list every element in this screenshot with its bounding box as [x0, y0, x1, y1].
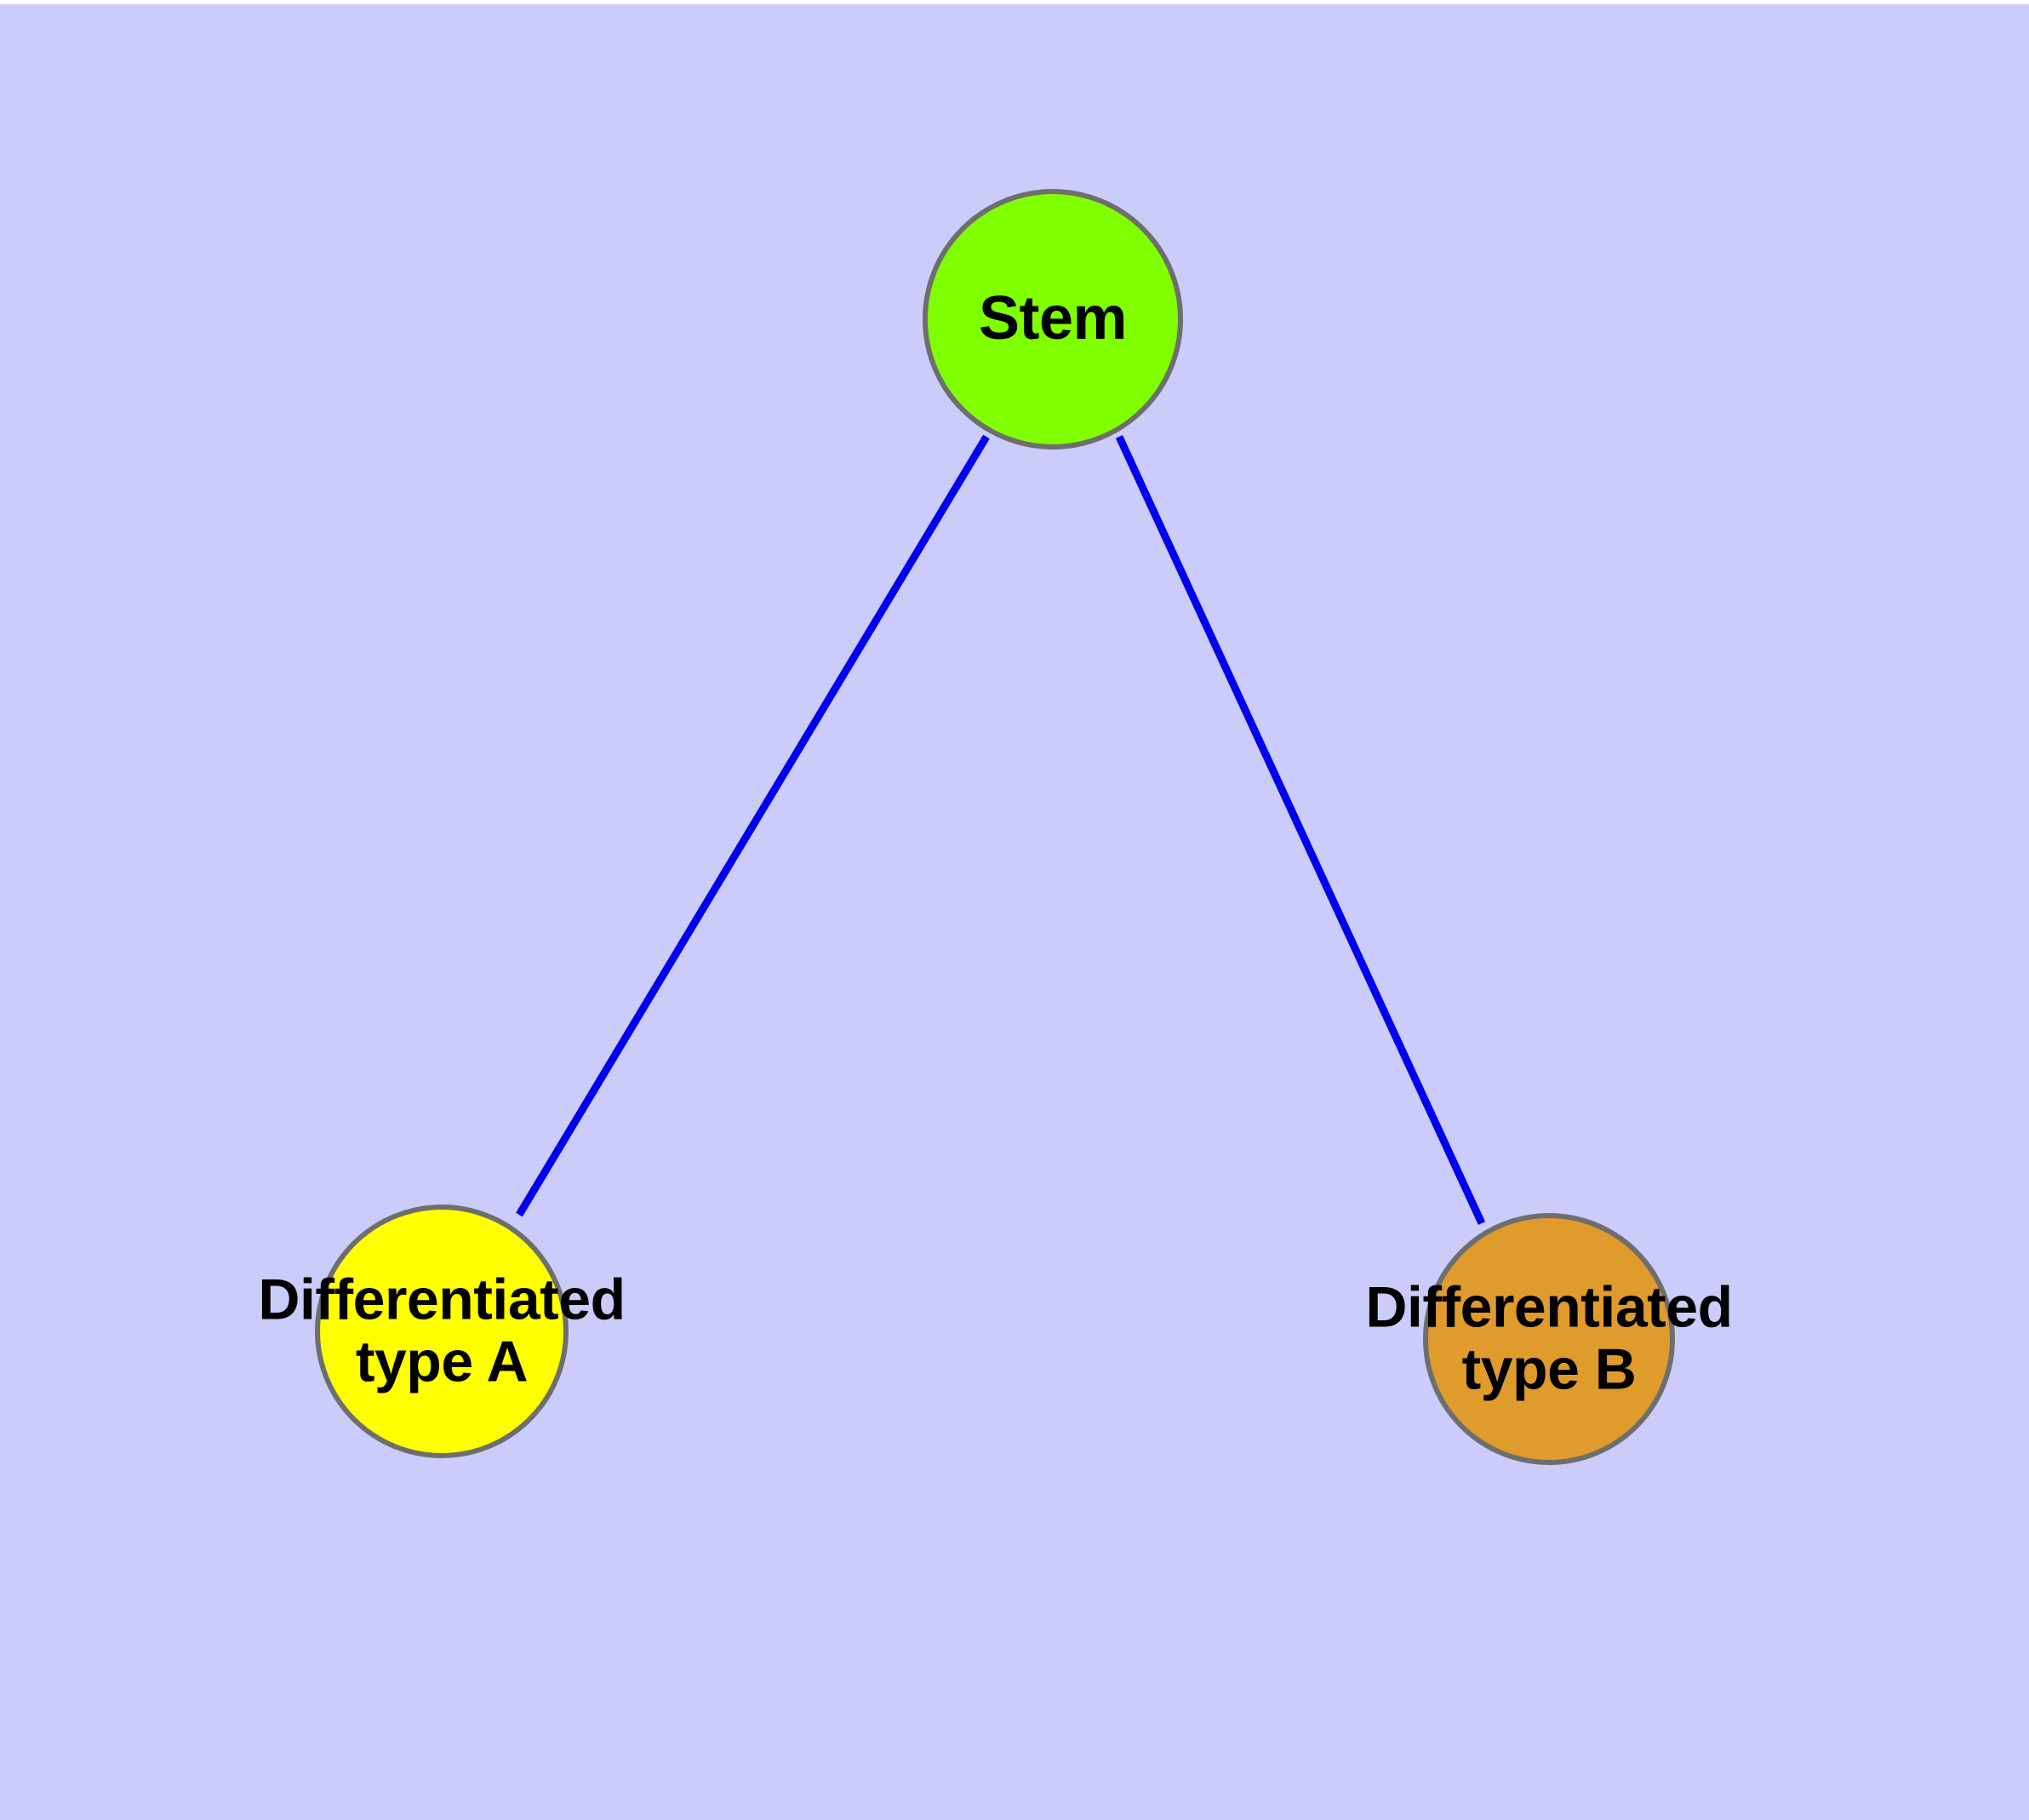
- graph-edge-stem-to-b[interactable]: [1115, 435, 1486, 1225]
- graph-node-diff-a[interactable]: [315, 1205, 569, 1458]
- nodes-layer: [315, 189, 1675, 1465]
- graph-edge-stem-to-a[interactable]: [516, 434, 990, 1217]
- edges-layer: [516, 434, 1486, 1225]
- graph-node-diff-b[interactable]: [1423, 1213, 1675, 1465]
- graph-node-stem[interactable]: [923, 189, 1183, 449]
